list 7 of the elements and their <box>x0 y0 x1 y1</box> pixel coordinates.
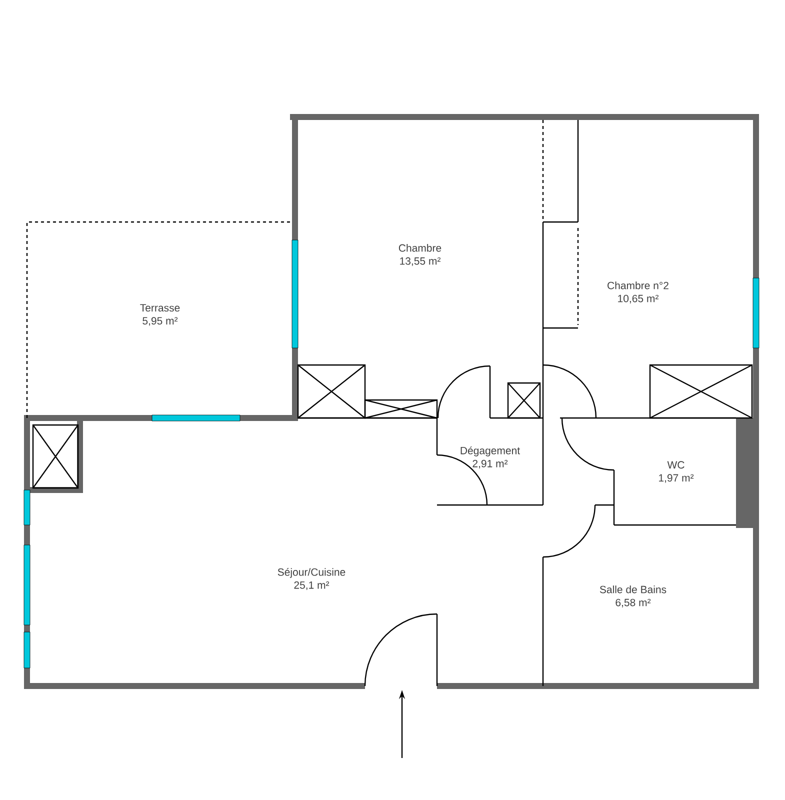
room-label: Terrasse 5,95 m² <box>140 304 180 326</box>
room-label: WC 1,97 m² <box>659 461 694 483</box>
room-label: Chambre n°2 10,65 m² <box>608 282 668 304</box>
room-label: Dégagement 2,91 m² <box>460 446 520 469</box>
room-label: Chambre 13,55 m² <box>398 244 442 266</box>
room-label: Salle de Bains 6,58 m² <box>600 586 666 608</box>
room-label: Séjour/Cuisine 25,1 m² <box>278 568 346 590</box>
